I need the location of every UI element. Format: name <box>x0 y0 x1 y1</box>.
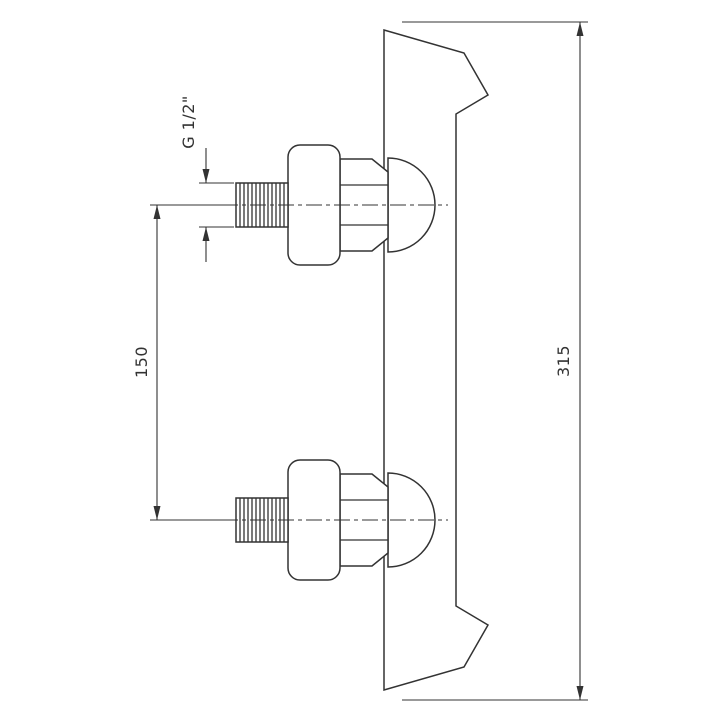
spacing-extension-lines <box>150 204 228 521</box>
hex-nut-facets <box>340 184 388 226</box>
height-arrow-top <box>576 22 584 36</box>
spacing-arrow-top <box>153 205 161 219</box>
hex-nut-facets <box>340 499 388 541</box>
faucet-body <box>383 29 490 691</box>
overall-height-label: 315 <box>554 345 573 377</box>
thread-arrow-down <box>202 169 210 183</box>
height-extension-lines <box>402 21 588 701</box>
height-arrow-bottom <box>576 686 584 700</box>
dimension-thread: G 1/2" <box>179 95 234 262</box>
inlet-connector-bottom <box>222 459 448 581</box>
dimension-spacing: 150 <box>132 204 228 521</box>
spacing-arrow-bottom <box>153 506 161 520</box>
port-spacing-label: 150 <box>132 346 151 378</box>
dimension-height: 315 <box>402 21 588 701</box>
faucet-body-outline <box>383 29 490 691</box>
inlet-connector-top <box>222 144 448 266</box>
thread-arrow-up <box>202 227 210 241</box>
thread-size-label: G 1/2" <box>179 95 198 149</box>
thread-extension-lines <box>199 182 234 228</box>
